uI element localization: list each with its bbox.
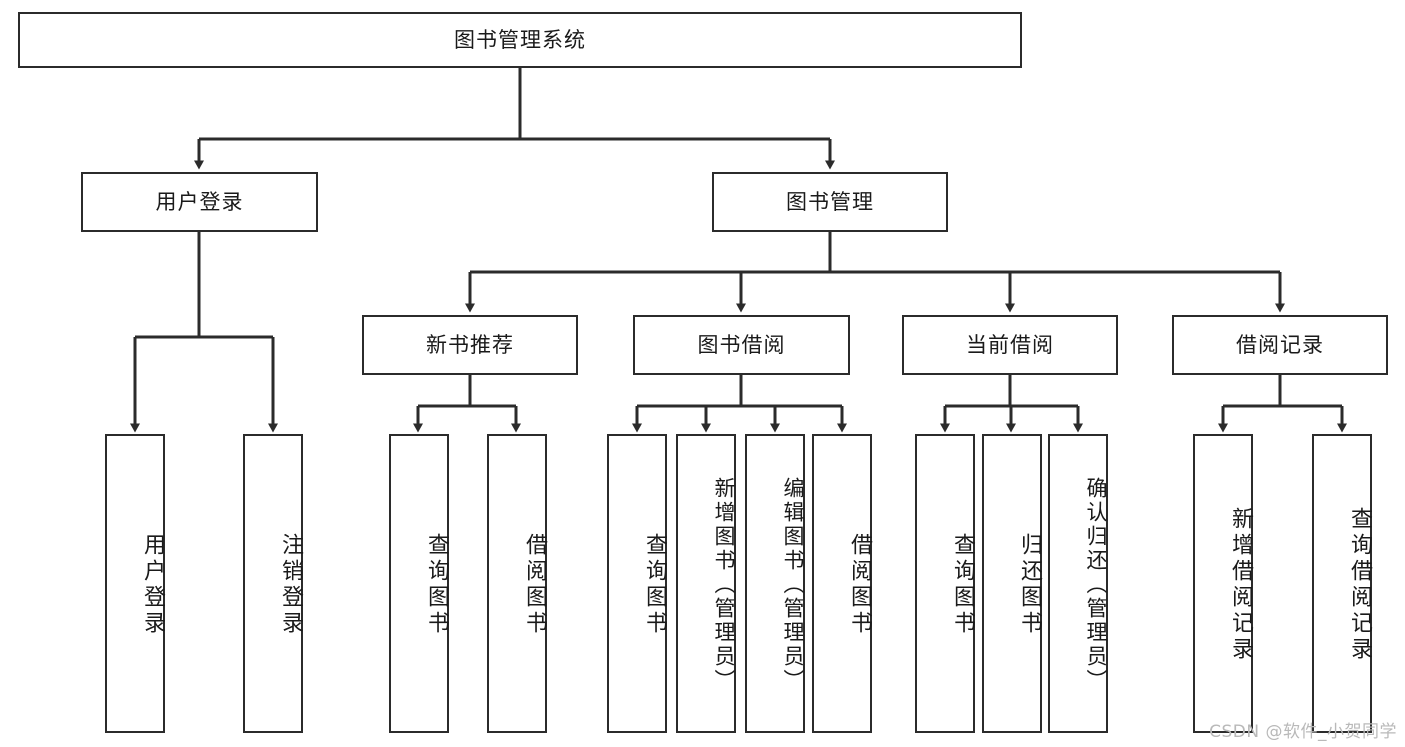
leaf-query-book-current[interactable]: 查询图书 bbox=[915, 434, 975, 733]
node-label: 注销登录 bbox=[278, 532, 303, 637]
node-label: 当前借阅 bbox=[966, 332, 1054, 357]
node-label: 查询图书 bbox=[424, 532, 449, 637]
node-label: 新增借阅记录 bbox=[1228, 506, 1253, 663]
node-label: 借阅记录 bbox=[1236, 332, 1324, 357]
leaf-add-borrow-record[interactable]: 新增借阅记录 bbox=[1193, 434, 1253, 733]
node-label: 图书借阅 bbox=[697, 332, 786, 357]
node-label: 用户登录 bbox=[140, 532, 165, 637]
node-book-management[interactable]: 图书管理 bbox=[712, 172, 948, 232]
node-user-login[interactable]: 用户登录 bbox=[81, 172, 318, 232]
node-label: 查询图书 bbox=[950, 532, 975, 637]
leaf-user-login[interactable]: 用户登录 bbox=[105, 434, 165, 733]
node-borrow-record[interactable]: 借阅记录 bbox=[1172, 315, 1388, 375]
leaf-edit-book-admin[interactable]: 编辑图书（管理员） bbox=[745, 434, 805, 733]
node-label: 确认归还（管理员） bbox=[1084, 476, 1108, 693]
leaf-query-book-recommend[interactable]: 查询图书 bbox=[389, 434, 449, 733]
node-label: 新增图书（管理员） bbox=[712, 476, 736, 693]
node-label: 图书管理系统 bbox=[454, 27, 586, 52]
leaf-add-book-admin[interactable]: 新增图书（管理员） bbox=[676, 434, 736, 733]
leaf-query-borrow-record[interactable]: 查询借阅记录 bbox=[1312, 434, 1372, 733]
node-label: 归还图书 bbox=[1017, 532, 1042, 637]
node-label: 用户登录 bbox=[155, 189, 244, 214]
node-book-borrow[interactable]: 图书借阅 bbox=[633, 315, 850, 375]
leaf-user-logout[interactable]: 注销登录 bbox=[243, 434, 303, 733]
leaf-confirm-return-admin[interactable]: 确认归还（管理员） bbox=[1048, 434, 1108, 733]
watermark-text: CSDN @软件_小贺同学 bbox=[1209, 722, 1397, 742]
leaf-borrow-book[interactable]: 借阅图书 bbox=[812, 434, 872, 733]
node-root-book-management-system[interactable]: 图书管理系统 bbox=[18, 12, 1022, 68]
leaf-query-book-borrow[interactable]: 查询图书 bbox=[607, 434, 667, 733]
leaf-return-book[interactable]: 归还图书 bbox=[982, 434, 1042, 733]
node-new-book-recommend[interactable]: 新书推荐 bbox=[362, 315, 578, 375]
node-label: 借阅图书 bbox=[847, 532, 872, 637]
node-label: 查询借阅记录 bbox=[1347, 506, 1372, 663]
node-label: 新书推荐 bbox=[426, 332, 514, 357]
leaf-borrow-book-recommend[interactable]: 借阅图书 bbox=[487, 434, 547, 733]
node-current-borrow[interactable]: 当前借阅 bbox=[902, 315, 1118, 375]
node-label: 借阅图书 bbox=[522, 532, 547, 637]
node-label: 编辑图书（管理员） bbox=[781, 476, 805, 693]
node-label: 图书管理 bbox=[786, 189, 874, 214]
node-label: 查询图书 bbox=[642, 532, 667, 637]
